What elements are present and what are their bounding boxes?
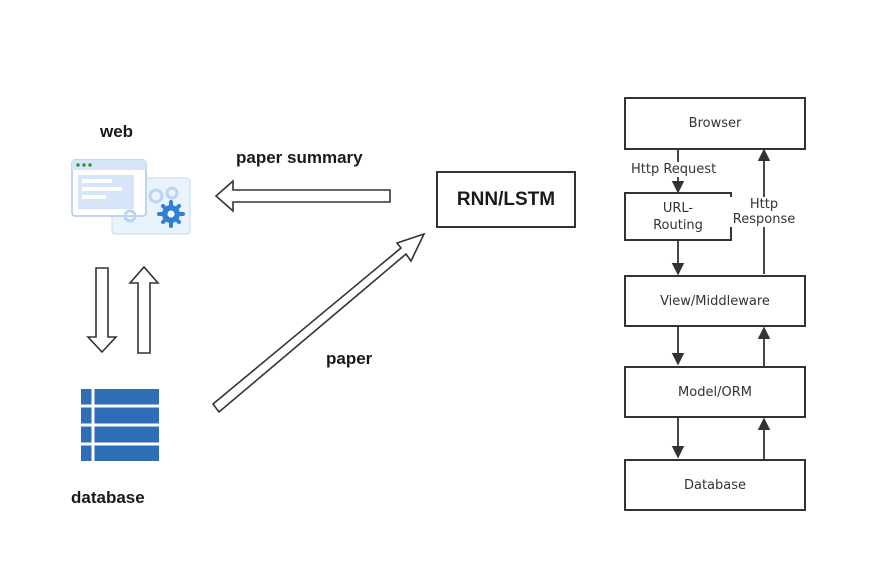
- model-orm-box: Model/ORM: [624, 366, 806, 418]
- database-to-web-arrow: [128, 265, 160, 354]
- http-request-label: Http Request: [630, 162, 718, 177]
- database-box: Database: [624, 459, 806, 511]
- url-routing-box: URL- Routing: [624, 192, 732, 241]
- web-icon: [71, 159, 191, 235]
- model-orm-label: Model/ORM: [678, 384, 752, 400]
- database-icon: [81, 389, 159, 461]
- rnn-lstm-label: RNN/LSTM: [456, 189, 556, 210]
- gear-icon: [157, 200, 185, 228]
- browser-box: Browser: [624, 97, 806, 150]
- http-response-label: Http Response: [730, 197, 798, 227]
- paper-arrow: [211, 232, 426, 414]
- rnn-lstm-box: RNN/LSTM: [436, 171, 576, 228]
- web-to-database-arrow: [86, 267, 118, 354]
- url-routing-label-2: Routing: [653, 217, 703, 233]
- paper-label: paper: [326, 349, 373, 368]
- http-response-label-2: Response: [732, 212, 796, 227]
- view-middleware-box: View/Middleware: [624, 275, 806, 327]
- browser-label: Browser: [688, 116, 742, 131]
- paper-summary-arrow: [214, 179, 391, 213]
- database-label: database: [71, 488, 145, 507]
- url-routing-label-1: URL-: [662, 200, 694, 216]
- database-box-label: Database: [683, 477, 747, 493]
- paper-summary-label: paper summary: [236, 148, 363, 167]
- web-label: web: [100, 122, 134, 141]
- view-middleware-label: View/Middleware: [660, 293, 770, 309]
- http-response-label-1: Http: [749, 197, 779, 212]
